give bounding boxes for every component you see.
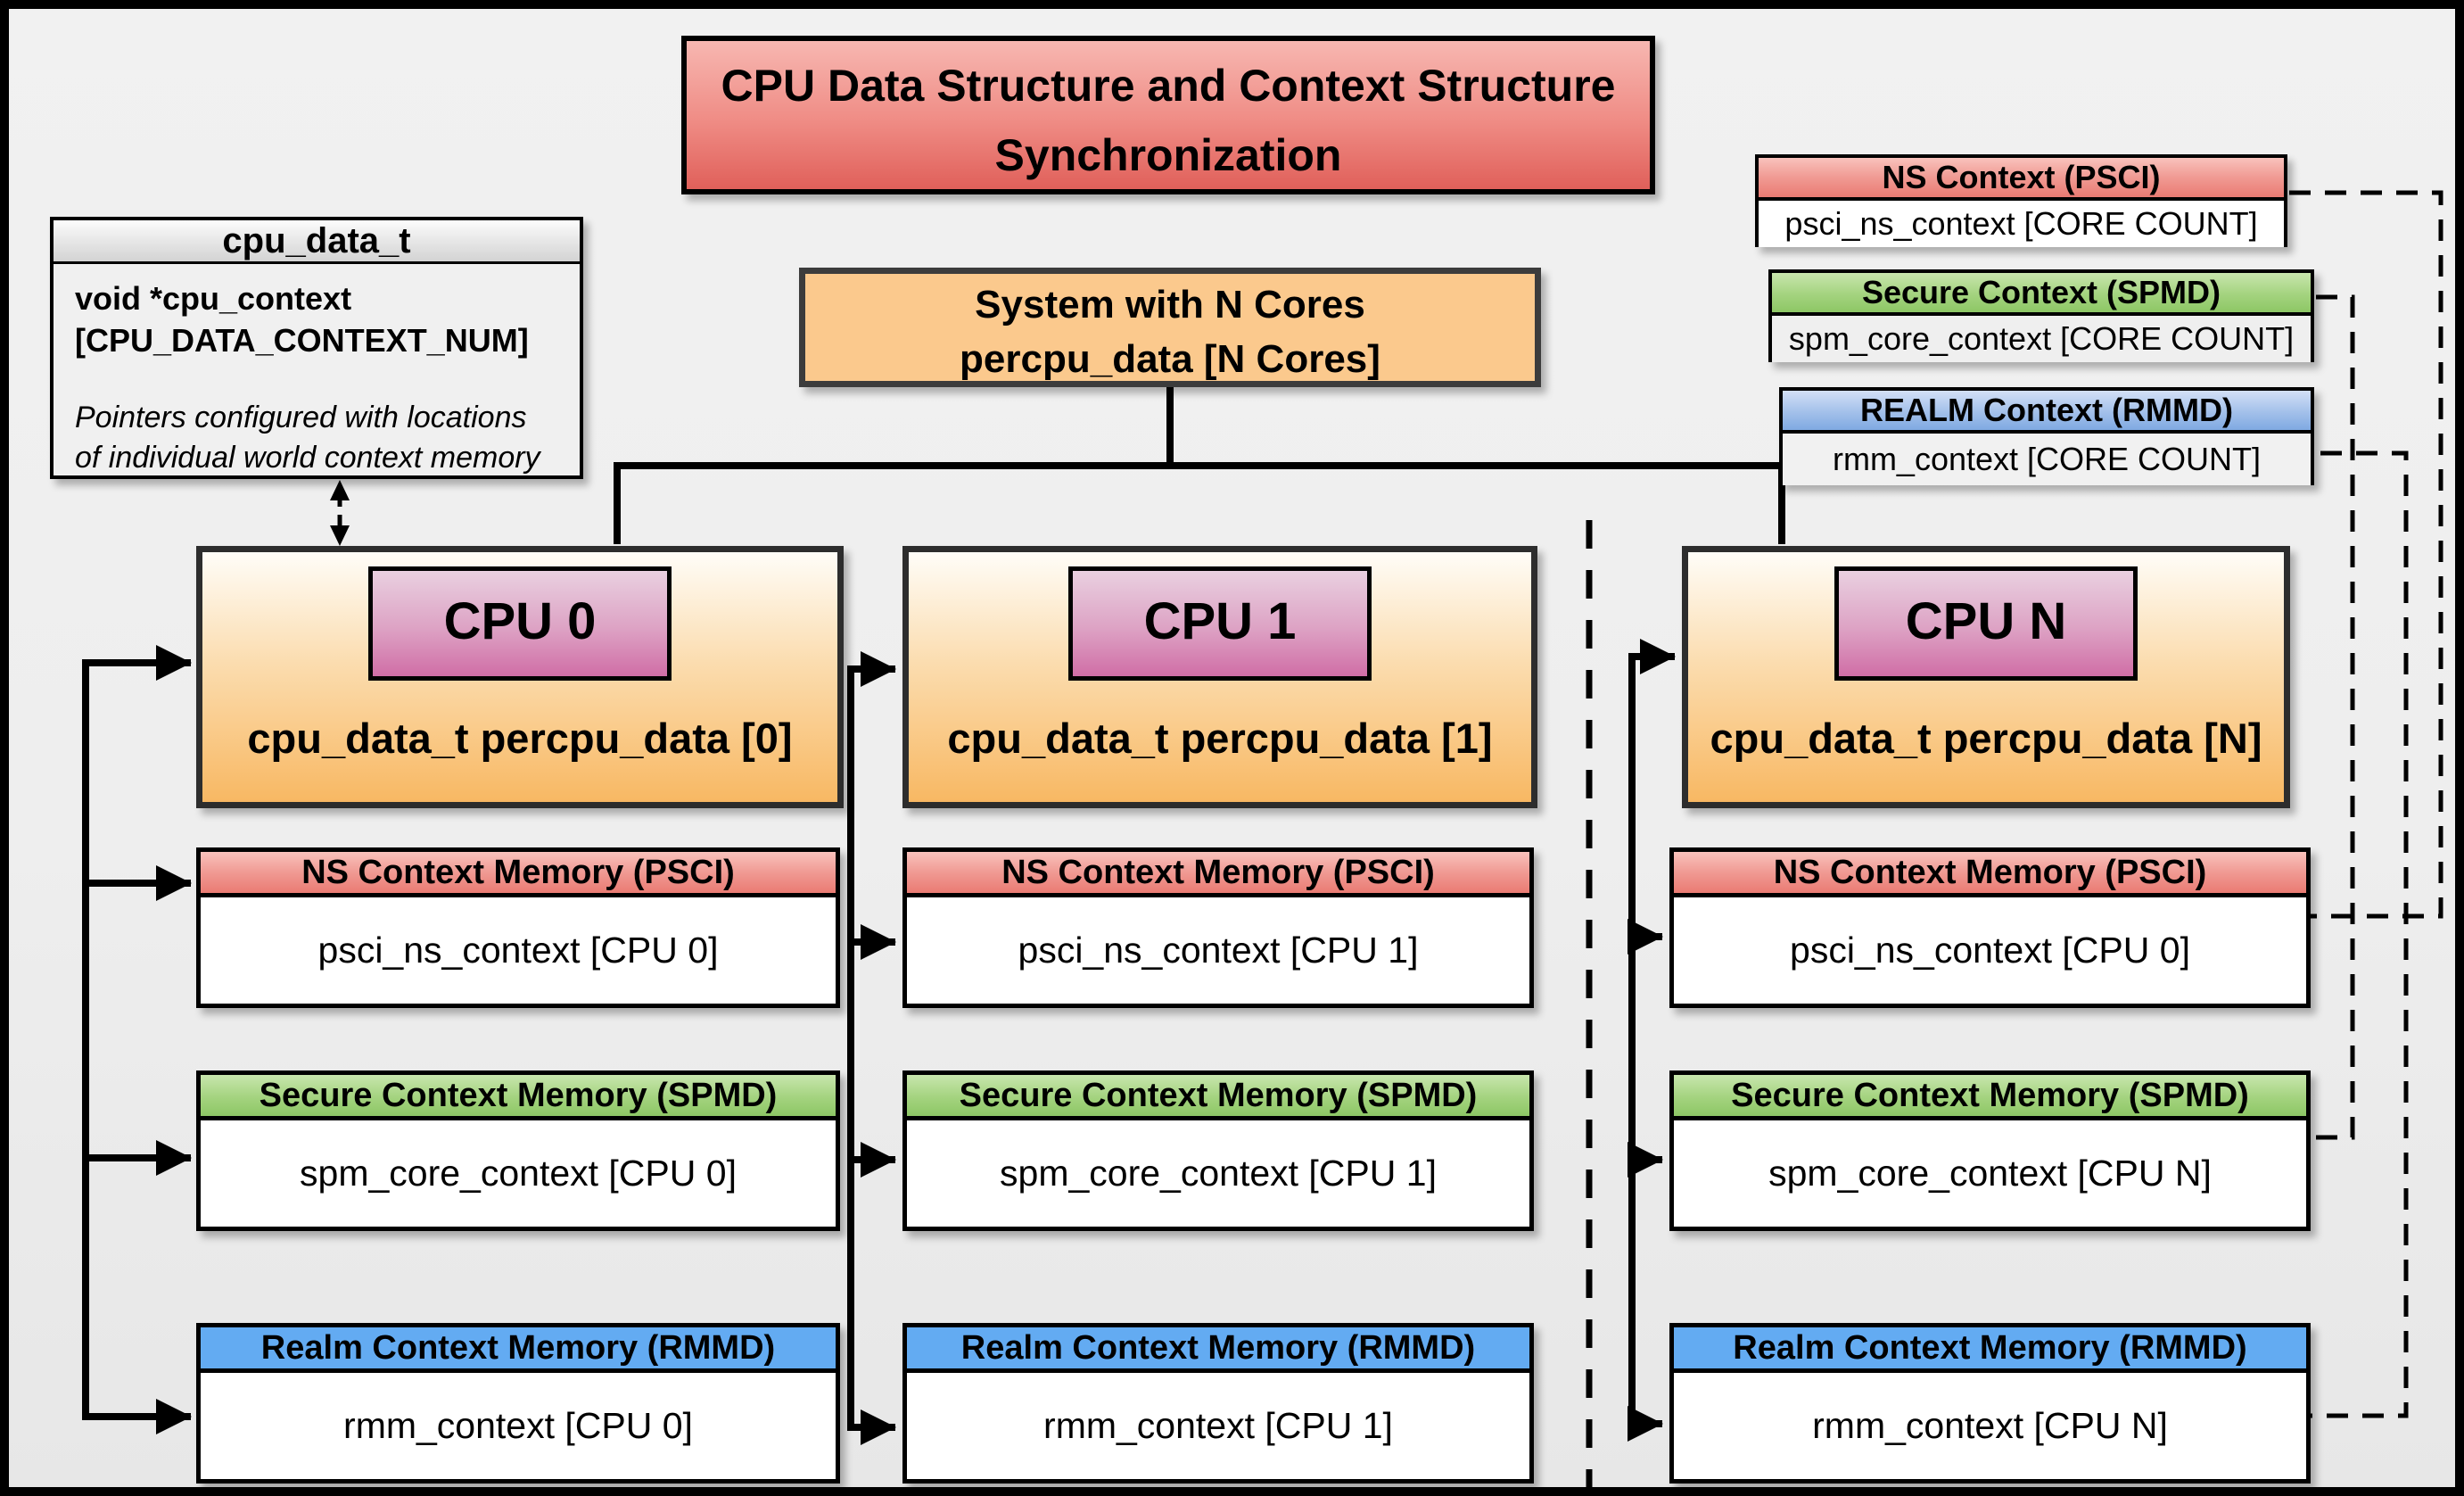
cpun-ns-context-box: NS Context Memory (PSCI) psci_ns_context… xyxy=(1669,847,2311,1008)
legend-rmmd-connector xyxy=(2305,450,2409,1418)
system-box: System with N Cores percpu_data [N Cores… xyxy=(799,268,1541,387)
title-line-1: CPU Data Structure and Context Structure xyxy=(721,61,1616,111)
cpun-realm-context-box: Realm Context Memory (RMMD) rmm_context … xyxy=(1669,1323,2311,1484)
cpun-secure-body: spm_core_context [CPU N] xyxy=(1674,1120,2306,1227)
legend-realm-context: REALM Context (RMMD) rmm_context [CORE C… xyxy=(1779,387,2314,485)
cpun-secure-header: Secure Context Memory (SPMD) xyxy=(1674,1075,2306,1120)
cpu1-pointer-bus xyxy=(847,651,896,1445)
cpun-ns-header: NS Context Memory (PSCI) xyxy=(1674,852,2306,897)
cpu1-secure-body: spm_core_context [CPU 1] xyxy=(907,1120,1529,1227)
legend-realm-header: REALM Context (RMMD) xyxy=(1783,391,2311,434)
legend-secure-body: spm_core_context [CORE COUNT] xyxy=(1772,316,2311,362)
cpu0-chip: CPU 0 xyxy=(368,566,672,681)
cpu0-column: CPU 0 cpu_data_t percpu_data [0] NS Cont… xyxy=(196,9,844,1487)
legend-ns-context: NS Context (PSCI) psci_ns_context [CORE … xyxy=(1755,154,2287,247)
cpu1-secure-context-box: Secure Context Memory (SPMD) spm_core_co… xyxy=(902,1070,1534,1231)
cpu0-box: CPU 0 cpu_data_t percpu_data [0] xyxy=(196,546,844,808)
cpu-data-t-box: cpu_data_t void *cpu_context [CPU_DATA_C… xyxy=(50,217,583,479)
diagram-title: CPU Data Structure and Context Structure… xyxy=(681,36,1655,194)
cpu-data-t-body: void *cpu_context [CPU_DATA_CONTEXT_NUM]… xyxy=(54,264,580,475)
cpun-column: CPU N cpu_data_t percpu_data [N] NS Cont… xyxy=(1669,9,2311,1487)
system-line-2: percpu_data [N Cores] xyxy=(960,336,1380,381)
legend-realm-body: rmm_context [CORE COUNT] xyxy=(1783,434,2311,485)
cpu1-box: CPU 1 cpu_data_t percpu_data [1] xyxy=(902,546,1537,808)
cpu0-pointer-bus xyxy=(82,645,192,1434)
cpu-data-t-note: Pointers configured with locations of in… xyxy=(75,400,540,475)
cpu0-realm-body: rmm_context [CPU 0] xyxy=(201,1373,836,1479)
cpu-data-t-header: cpu_data_t xyxy=(54,220,580,264)
cpu1-realm-header: Realm Context Memory (RMMD) xyxy=(907,1327,1529,1373)
cpu0-ns-context-box: NS Context Memory (PSCI) psci_ns_context… xyxy=(196,847,840,1008)
cpu0-ns-body: psci_ns_context [CPU 0] xyxy=(201,897,836,1004)
cpu1-secure-header: Secure Context Memory (SPMD) xyxy=(907,1075,1529,1120)
cpu0-ns-header: NS Context Memory (PSCI) xyxy=(201,852,836,897)
cpu0-secure-body: spm_core_context [CPU 0] xyxy=(201,1120,836,1227)
cpun-realm-body: rmm_context [CPU N] xyxy=(1674,1373,2306,1479)
cpu1-data-label: cpu_data_t percpu_data [1] xyxy=(947,715,1493,762)
legend-ns-header: NS Context (PSCI) xyxy=(1759,158,2284,201)
cpu1-ns-body: psci_ns_context [CPU 1] xyxy=(907,897,1529,1004)
system-line-1: System with N Cores xyxy=(975,283,1365,326)
cpun-pointer-bus xyxy=(1628,639,1676,1442)
title-line-2: Synchronization xyxy=(994,129,1342,180)
cpu1-ns-context-box: NS Context Memory (PSCI) psci_ns_context… xyxy=(902,847,1534,1008)
legend-secure-context: Secure Context (SPMD) spm_core_context [… xyxy=(1768,269,2314,362)
cpu1-chip: CPU 1 xyxy=(1068,566,1372,681)
cpu0-data-label: cpu_data_t percpu_data [0] xyxy=(247,715,793,762)
cpun-realm-header: Realm Context Memory (RMMD) xyxy=(1674,1327,2306,1373)
cpu0-secure-context-box: Secure Context Memory (SPMD) spm_core_co… xyxy=(196,1070,840,1231)
legend-ns-body: psci_ns_context [CORE COUNT] xyxy=(1759,201,2284,247)
cpu1-column: CPU 1 cpu_data_t percpu_data [1] NS Cont… xyxy=(902,9,1537,1487)
cpu0-secure-header: Secure Context Memory (SPMD) xyxy=(201,1075,836,1120)
cpu1-realm-body: rmm_context [CPU 1] xyxy=(907,1373,1529,1479)
legend-secure-header: Secure Context (SPMD) xyxy=(1772,273,2311,316)
cpun-ns-body: psci_ns_context [CPU 0] xyxy=(1674,897,2306,1004)
cpu1-ns-header: NS Context Memory (PSCI) xyxy=(907,852,1529,897)
cpun-chip: CPU N xyxy=(1834,566,2138,681)
cpun-data-label: cpu_data_t percpu_data [N] xyxy=(1710,715,2262,762)
cpun-secure-context-box: Secure Context Memory (SPMD) spm_core_co… xyxy=(1669,1070,2311,1231)
cpu-data-t-field: void *cpu_context [CPU_DATA_CONTEXT_NUM] xyxy=(75,280,529,359)
cpu1-realm-context-box: Realm Context Memory (RMMD) rmm_context … xyxy=(902,1323,1534,1484)
cpun-box: CPU N cpu_data_t percpu_data [N] xyxy=(1682,546,2290,808)
cpu0-realm-header: Realm Context Memory (RMMD) xyxy=(201,1327,836,1373)
cpu0-realm-context-box: Realm Context Memory (RMMD) rmm_context … xyxy=(196,1323,840,1484)
